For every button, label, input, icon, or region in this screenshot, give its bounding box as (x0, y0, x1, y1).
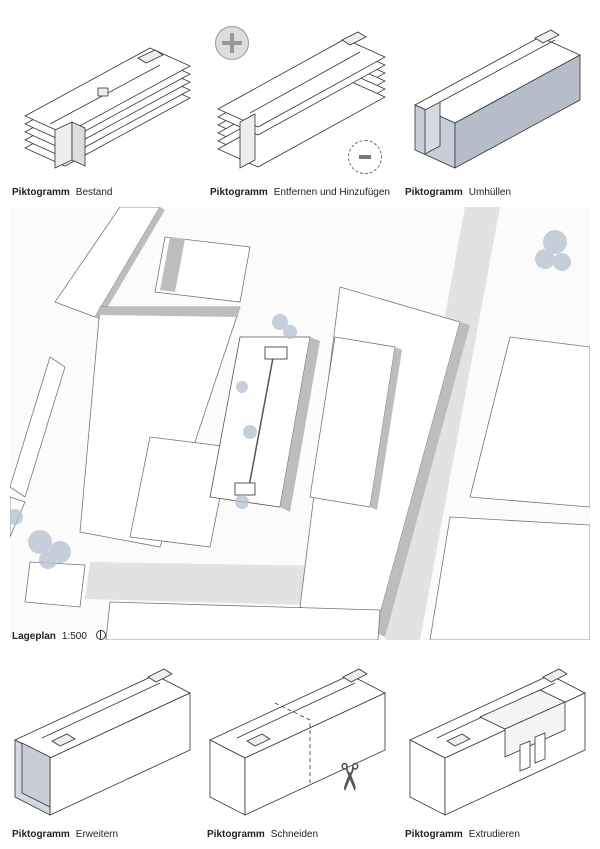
pictogram-entfernen-hinzufuegen (210, 10, 400, 185)
pictogram-extrudieren (405, 655, 595, 825)
pictogram-bestand (10, 10, 200, 185)
pictogram-umhuellen (405, 10, 595, 185)
minus-circle-icon (348, 140, 382, 174)
scissors-icon: ✂ (326, 761, 371, 793)
pictogram-erweitern (10, 655, 200, 825)
north-arrow-icon (95, 630, 106, 640)
site-plan-map (10, 207, 590, 640)
plus-circle-icon (215, 26, 249, 60)
pictogram-schneiden: ✂ (205, 655, 395, 825)
